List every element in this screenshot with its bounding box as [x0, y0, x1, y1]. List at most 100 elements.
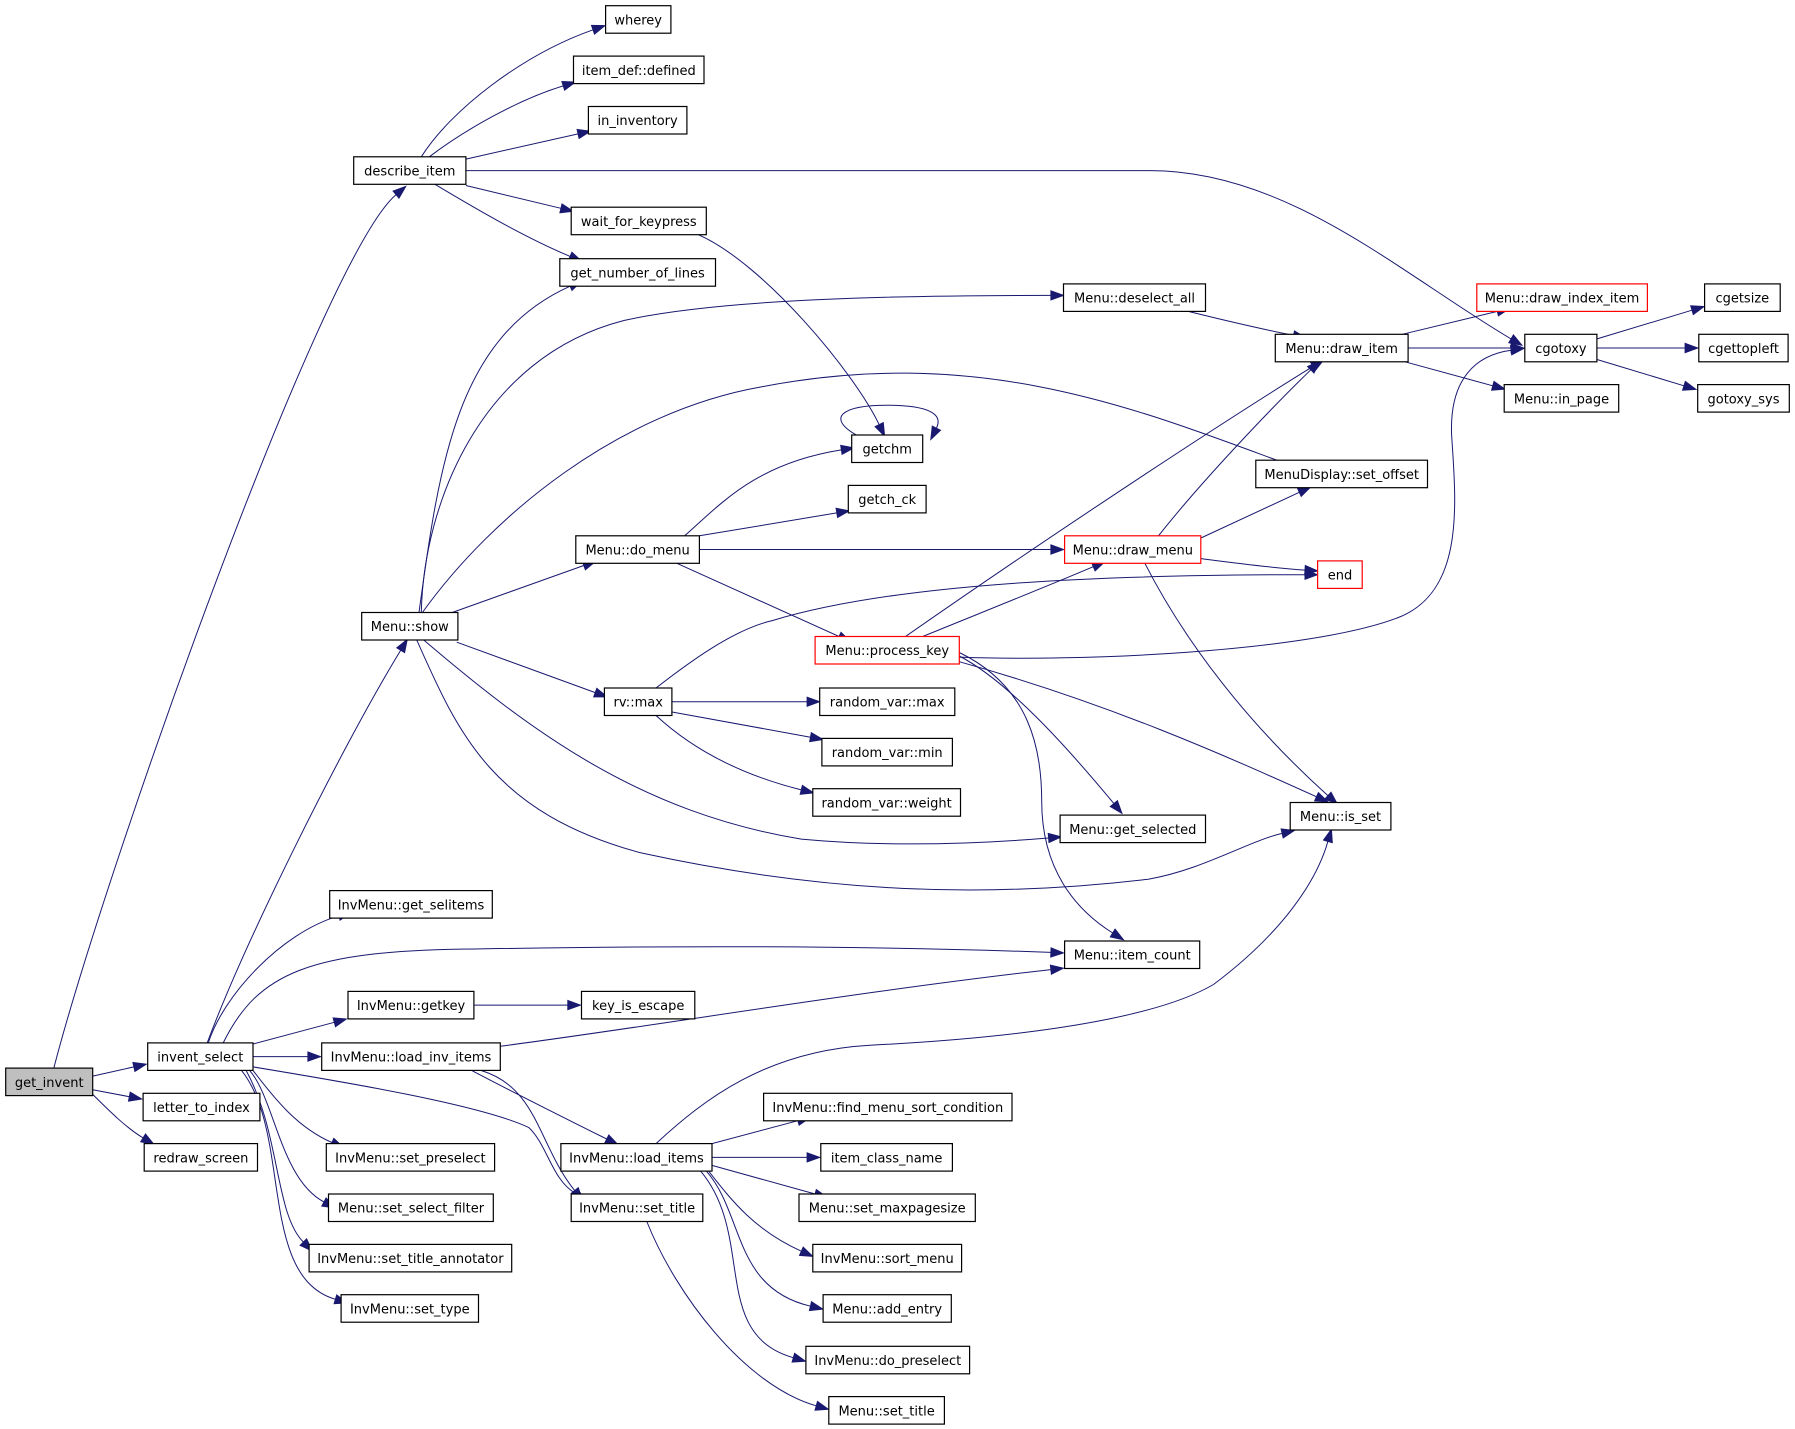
node-label: random_var::weight [821, 797, 951, 812]
nodes-layer: get_invent invent_select letter_to_indexre… [5, 5, 1790, 1425]
node-label: InvMenu::set_preselect [335, 1151, 486, 1166]
edge-menu_draw_menu-to-menu_is_set [1144, 562, 1339, 805]
node-in_inventory[interactable]: in_inventory [587, 105, 688, 135]
node-menu_draw_item[interactable]: Menu::draw_item [1274, 333, 1409, 363]
node-menu_deselect_all[interactable]: Menu::deselect_all [1062, 283, 1207, 312]
node-menu_draw_menu[interactable]: Menu::draw_menu [1063, 535, 1202, 564]
node-wherey[interactable]: wherey [604, 5, 672, 34]
node-label: redraw_screen [153, 1151, 248, 1166]
node-letter_to_index[interactable]: letter_to_index [142, 1092, 261, 1122]
edge-get_invent-to-invent_select [92, 1061, 148, 1077]
node-wait_for_keypress[interactable]: wait_for_keypress [570, 206, 707, 236]
node-invmenu_load_items[interactable]: InvMenu::load_items [560, 1142, 713, 1172]
node-menu_process_key[interactable]: Menu::process_key [814, 635, 960, 665]
node-random_var_max[interactable]: random_var::max [819, 687, 956, 717]
edge-menu_draw_menu-to-menu_draw_item [1158, 359, 1321, 537]
edge-menu_do_menu-to-menu_draw_menu [699, 544, 1065, 555]
edge-menu_process_key-to-menu_get_selected [959, 655, 1123, 815]
node-gotoxy_sys[interactable]: gotoxy_sys [1697, 384, 1790, 413]
node-box [1698, 333, 1789, 363]
node-box [847, 484, 927, 514]
node-invmenu_find_menu_sort_condition[interactable]: InvMenu::find_menu_sort_condition [762, 1092, 1013, 1122]
node-get_number_of_lines[interactable]: get_number_of_lines [559, 258, 717, 287]
node-invmenu_getkey[interactable]: InvMenu::getkey [347, 990, 475, 1020]
node-label: Menu::item_count [1074, 949, 1191, 964]
node-label: InvMenu::getkey [357, 999, 466, 1014]
node-menu_item_count[interactable]: Menu::item_count [1063, 940, 1201, 970]
node-invmenu_do_preselect[interactable]: InvMenu::do_preselect [805, 1345, 971, 1375]
edge-menu_show-to-menu_is_set [416, 639, 1296, 891]
edge-invent_select-to-menu_show [206, 638, 408, 1044]
node-invmenu_set_title_annotator[interactable]: InvMenu::set_title_annotator [308, 1243, 513, 1273]
edge-invmenu_load_items-to-invmenu_do_preselect [700, 1170, 807, 1363]
node-menu_show[interactable]: Menu::show [361, 611, 459, 641]
node-label: getch_ck [858, 493, 916, 508]
edge-invent_select-to-invmenu_load_inv_items [253, 1051, 322, 1062]
edge-invent_select-to-menu_set_select_filter [249, 1070, 337, 1209]
edge-describe_item-to-wait_for_keypress [465, 185, 575, 214]
node-box [570, 1193, 704, 1223]
node-invmenu_set_preselect[interactable]: InvMenu::set_preselect [325, 1142, 496, 1172]
node-end[interactable]: end [1316, 560, 1363, 590]
node-label: Menu::deselect_all [1074, 292, 1195, 307]
node-box [142, 1092, 261, 1122]
node-menu_draw_index_item[interactable]: Menu::draw_index_item [1476, 283, 1649, 312]
node-cgotoxy[interactable]: cgotoxy [1524, 333, 1598, 363]
node-invmenu_load_inv_items[interactable]: InvMenu::load_inv_items [321, 1042, 501, 1072]
node-box [812, 788, 962, 817]
node-item_class_name[interactable]: item_class_name [820, 1142, 953, 1172]
node-random_var_weight[interactable]: random_var::weight [812, 788, 962, 817]
node-menu_set_maxpagesize[interactable]: Menu::set_maxpagesize [798, 1193, 976, 1223]
node-cgettopleft[interactable]: cgettopleft [1698, 333, 1789, 363]
node-rv_max[interactable]: rv::max [603, 687, 673, 717]
edge-describe_item-to-wherey [420, 24, 607, 158]
node-box [580, 990, 696, 1020]
edge-menu_process_key-to-menu_draw_item [905, 358, 1326, 637]
node-box [575, 535, 700, 564]
node-describe_item[interactable]: describe_item [353, 156, 467, 185]
node-invmenu_sort_menu[interactable]: InvMenu::sort_menu [812, 1243, 963, 1273]
node-label: get_invent [15, 1076, 84, 1091]
node-key_is_escape[interactable]: key_is_escape [580, 990, 696, 1020]
node-box [147, 1042, 254, 1072]
edge-menu_show-to-menu_get_selected [423, 639, 1063, 845]
node-getchm[interactable]: getchm [851, 434, 924, 464]
node-label: item_def::defined [582, 64, 696, 79]
node-label: Menu::draw_item [1285, 342, 1398, 357]
node-menu_set_title[interactable]: Menu::set_title [828, 1395, 945, 1425]
node-box [798, 1193, 976, 1223]
node-box [570, 206, 707, 236]
node-label: get_number_of_lines [570, 267, 705, 282]
node-menu_add_entry[interactable]: Menu::add_entry [822, 1294, 952, 1323]
node-invmenu_set_title[interactable]: InvMenu::set_title [570, 1193, 704, 1223]
node-menudisplay_set_offset[interactable]: MenuDisplay::set_offset [1255, 459, 1429, 489]
node-box [812, 1243, 963, 1273]
node-menu_get_selected[interactable]: Menu::get_selected [1059, 814, 1207, 844]
node-menu_set_select_filter[interactable]: Menu::set_select_filter [327, 1193, 494, 1223]
node-invent_select[interactable]: invent_select [147, 1042, 254, 1072]
node-box [851, 434, 924, 464]
node-random_var_min[interactable]: random_var::min [821, 737, 954, 767]
node-box [1697, 384, 1790, 413]
node-menu_in_page[interactable]: Menu::in_page [1503, 384, 1620, 413]
edge-menu_process_key-to-cgotoxy [959, 345, 1526, 659]
node-box [1255, 459, 1429, 489]
node-invmenu_set_type[interactable]: InvMenu::set_type [340, 1294, 480, 1323]
node-label: wherey [614, 14, 662, 29]
edge-describe_item-to-cgotoxy [465, 170, 1524, 346]
node-invmenu_get_selitems[interactable]: InvMenu::get_selitems [329, 889, 493, 919]
node-menu_do_menu[interactable]: Menu::do_menu [575, 535, 700, 564]
edge-menu_draw_item-to-menu_in_page [1404, 361, 1507, 391]
node-menu_is_set[interactable]: Menu::is_set [1289, 801, 1392, 831]
node-cgetsize[interactable]: cgetsize [1703, 283, 1781, 312]
node-item_def_defined[interactable]: item_def::defined [572, 55, 705, 85]
node-box [603, 687, 673, 717]
node-redraw_screen[interactable]: redraw_screen [143, 1142, 259, 1172]
node-label: describe_item [364, 165, 455, 180]
node-get_invent[interactable]: get_invent [5, 1067, 94, 1097]
edge-invmenu_load_inv_items-to-menu_item_count [500, 964, 1065, 1047]
edge-invent_select-to-menu_item_count [222, 946, 1065, 1044]
node-getch_ck[interactable]: getch_ck [847, 484, 927, 514]
node-box [1476, 283, 1649, 312]
